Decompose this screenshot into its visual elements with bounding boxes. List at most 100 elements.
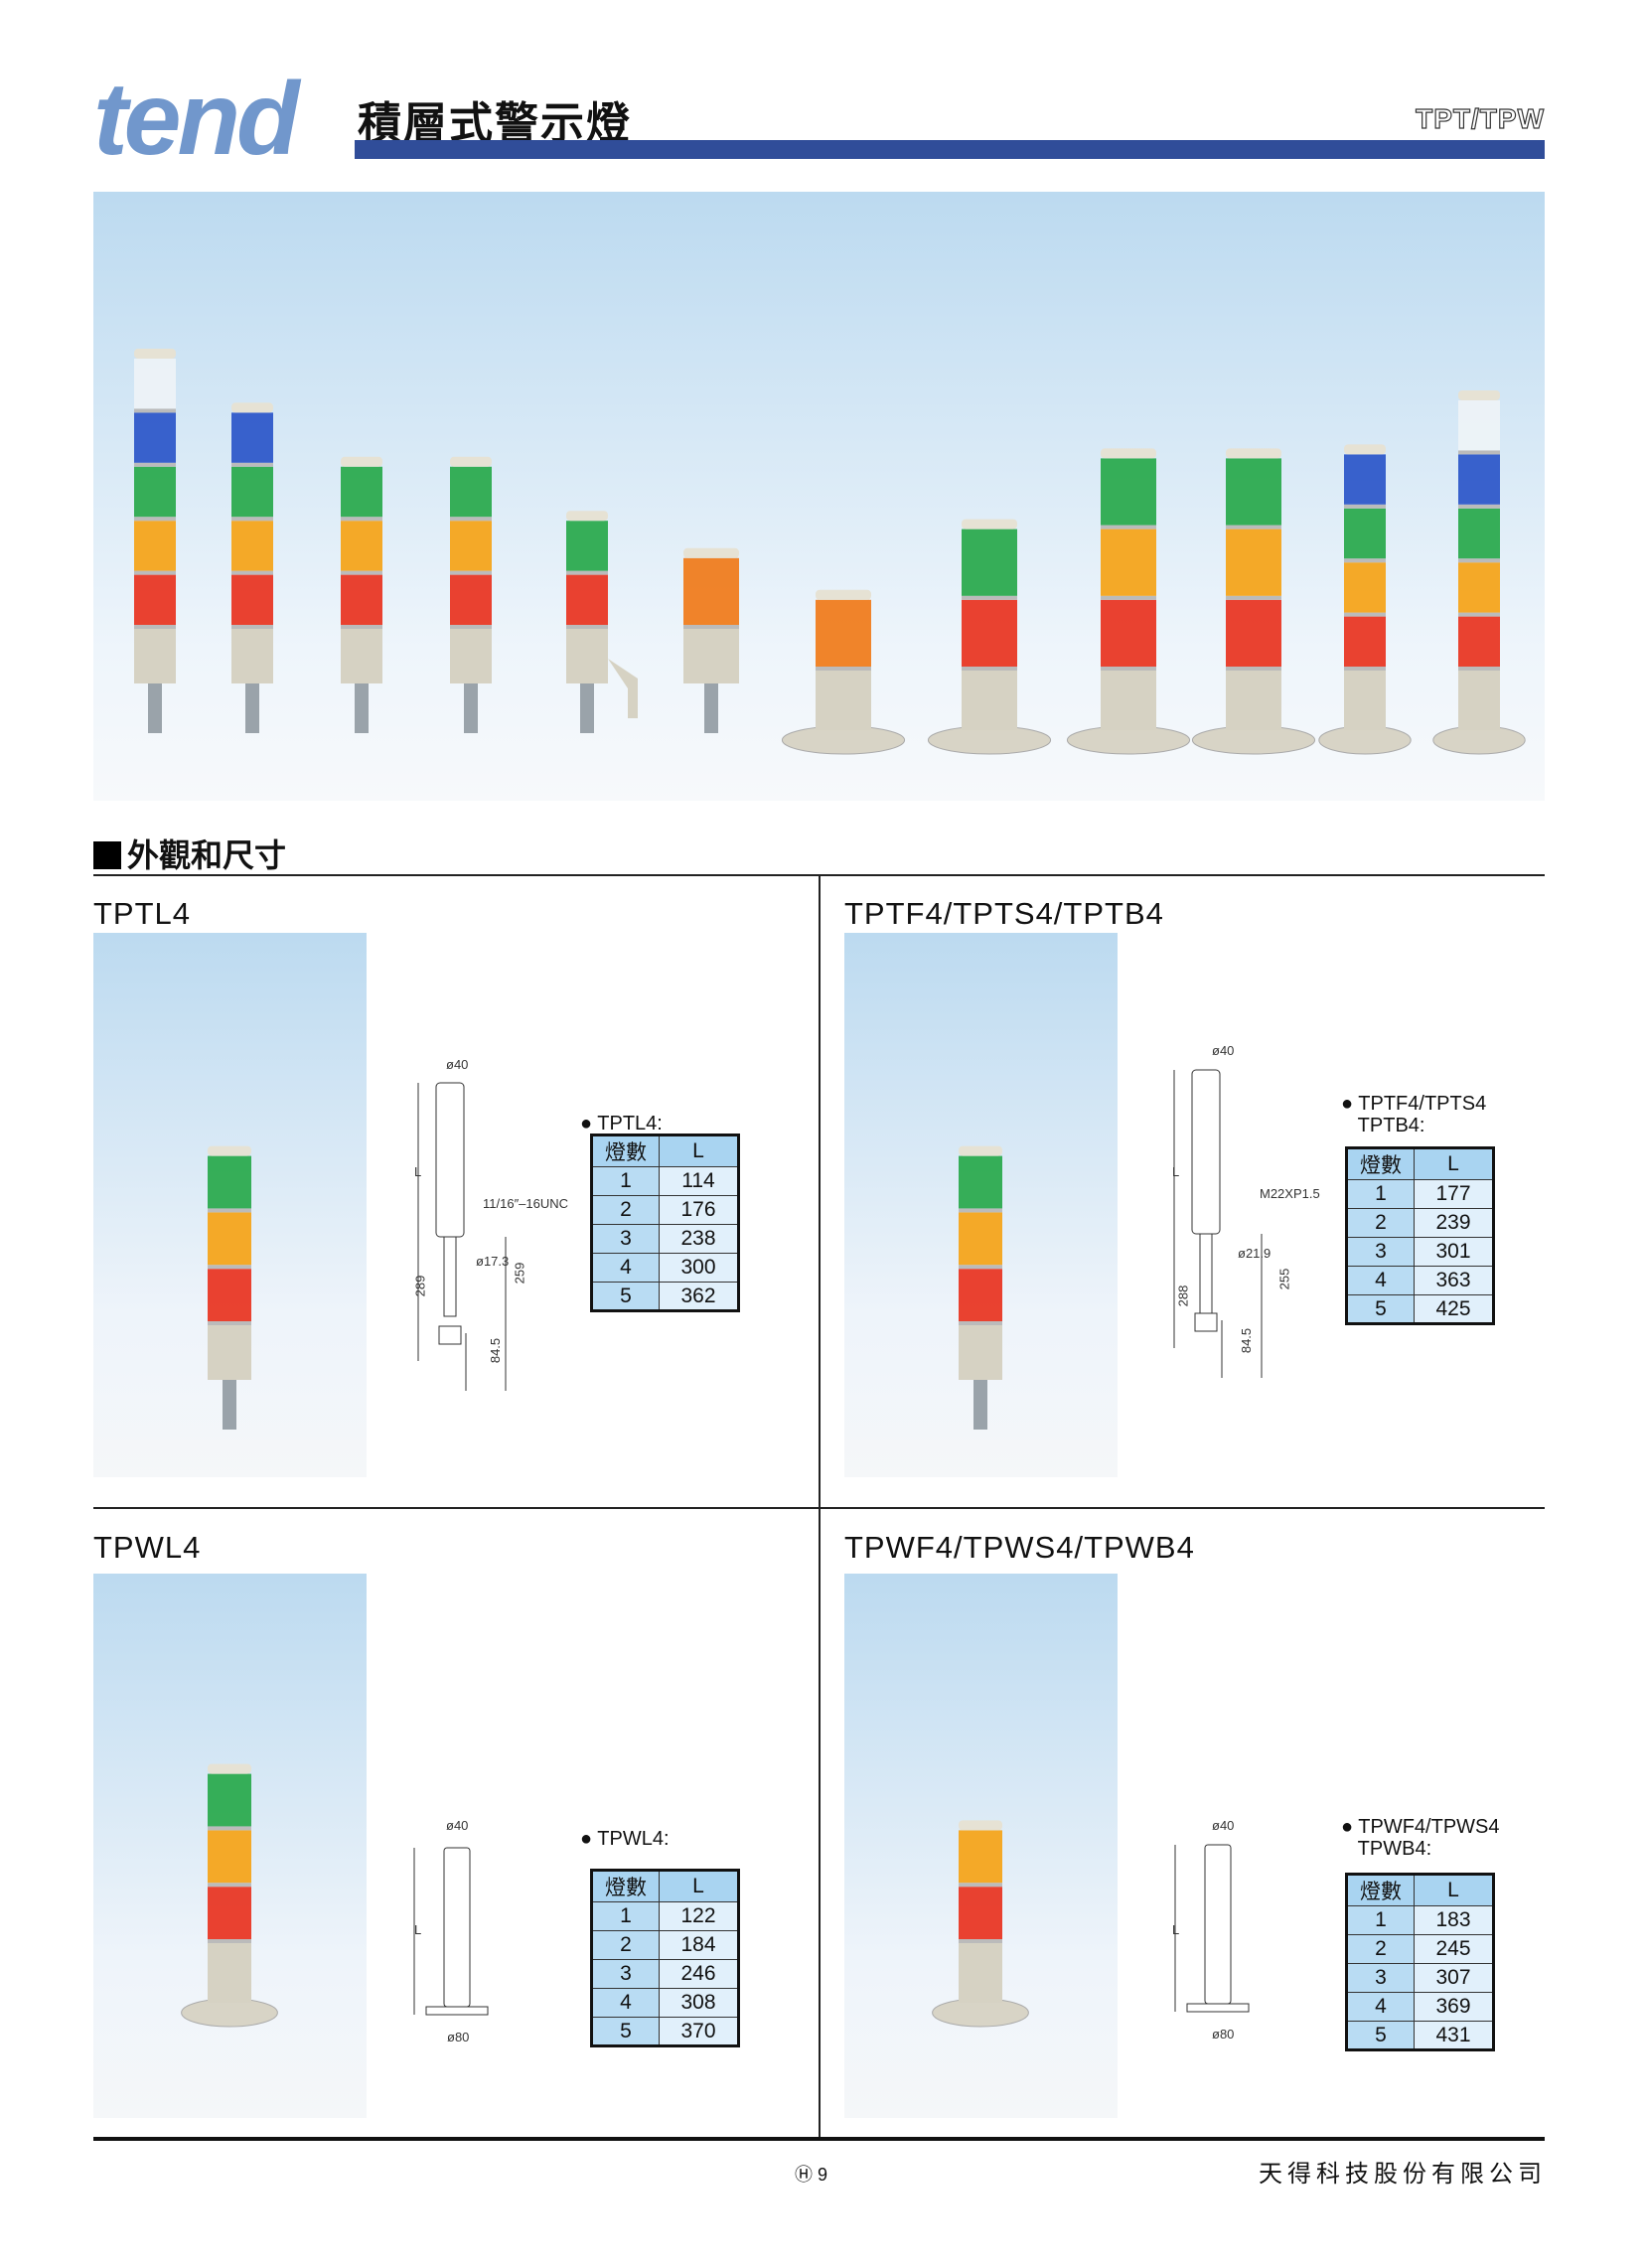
banner-lamp bbox=[134, 349, 176, 733]
lamp-photo bbox=[932, 1820, 1029, 2028]
col-header: 燈數 bbox=[591, 1870, 660, 1902]
length-value: 245 bbox=[1414, 1934, 1494, 1964]
lamp-count: 4 bbox=[591, 1988, 660, 2018]
table-caption: ● TPTF4/TPTS4 TPTB4: bbox=[1341, 1093, 1487, 1136]
series-label: TPT/TPW bbox=[1416, 102, 1545, 134]
lamp-count: 4 bbox=[1346, 1266, 1415, 1295]
diameter-dim: ø40 bbox=[446, 1057, 469, 1072]
pole-dim: 255 bbox=[1276, 1268, 1292, 1290]
banner-lamp bbox=[231, 402, 273, 733]
length-value: 431 bbox=[1414, 2021, 1494, 2050]
length-value: 239 bbox=[1414, 1208, 1494, 1238]
length-value: 238 bbox=[659, 1224, 739, 1254]
product-title: TPTF4/TPTS4/TPTB4 bbox=[844, 896, 1164, 931]
lamp-count: 3 bbox=[1346, 1237, 1415, 1267]
banner-lamp bbox=[341, 456, 382, 733]
dimension-drawing bbox=[1174, 1844, 1250, 2013]
table-caption-line1: TPWL4: bbox=[597, 1828, 670, 1850]
table-caption-line2: TPWB4: bbox=[1357, 1838, 1432, 1860]
length-value: 184 bbox=[659, 1930, 739, 1960]
product-lamp bbox=[932, 1820, 1029, 2028]
length-value: 114 bbox=[659, 1166, 739, 1196]
lamp-count: 2 bbox=[1346, 1934, 1415, 1964]
product-lamp bbox=[208, 1145, 251, 1430]
lamp-count: 3 bbox=[591, 1224, 660, 1254]
table-caption-line2: TPTB4: bbox=[1357, 1115, 1425, 1136]
length-value: 183 bbox=[1414, 1905, 1494, 1935]
base-dim: ø80 bbox=[447, 2030, 470, 2044]
length-value: 308 bbox=[659, 1988, 739, 2018]
lamp-lineup bbox=[134, 349, 1526, 755]
length-value: 369 bbox=[1414, 1992, 1494, 2022]
product-title: TPTL4 bbox=[93, 896, 192, 931]
length-dim: L bbox=[1172, 1164, 1180, 1179]
lamp-count: 3 bbox=[1346, 1963, 1415, 1993]
col-header: 燈數 bbox=[1346, 1147, 1415, 1180]
length-dim: L bbox=[1172, 1922, 1180, 1937]
lamp-count: 5 bbox=[591, 1282, 660, 1311]
length-dim: L bbox=[414, 1164, 422, 1179]
length-value: 307 bbox=[1414, 1963, 1494, 1993]
lamp-count: 1 bbox=[1346, 1905, 1415, 1935]
length-value: 425 bbox=[1414, 1294, 1494, 1324]
bottom-dim: 84.5 bbox=[1239, 1327, 1255, 1354]
header-bar bbox=[355, 140, 1545, 159]
product-banner-photo bbox=[93, 192, 1545, 801]
banner-lamp bbox=[450, 456, 492, 733]
product-lamp bbox=[959, 1145, 1002, 1430]
col-header: L bbox=[1414, 1147, 1494, 1180]
lamp-count: 2 bbox=[591, 1930, 660, 1960]
length-dim: L bbox=[414, 1922, 422, 1937]
dimension-drawing bbox=[1173, 1069, 1263, 1378]
length-value: 246 bbox=[659, 1959, 739, 1989]
lamp-count: 3 bbox=[591, 1959, 660, 1989]
lamp-photo bbox=[181, 1763, 278, 2028]
banner-lamp bbox=[781, 589, 906, 755]
table-caption-line1: TPTF4/TPTS4 bbox=[1358, 1093, 1487, 1115]
product-photo bbox=[93, 933, 367, 1477]
product-title: TPWL4 bbox=[93, 1530, 202, 1565]
pole-dim: 259 bbox=[512, 1262, 527, 1285]
col-header: L bbox=[659, 1134, 739, 1167]
square-bullet-icon bbox=[93, 841, 121, 869]
dimension-drawing bbox=[417, 1082, 507, 1391]
table-caption-line1: TPTL4: bbox=[597, 1113, 663, 1134]
table-caption-line1: TPWF4/TPWS4 bbox=[1358, 1816, 1500, 1838]
lamp-count: 1 bbox=[1346, 1179, 1415, 1209]
lamp-count: 5 bbox=[1346, 2021, 1415, 2050]
footer-rule bbox=[93, 2137, 1545, 2141]
table-caption: ● TPWL4: bbox=[580, 1828, 670, 1850]
lamp-photo bbox=[208, 1145, 251, 1430]
col-header: L bbox=[659, 1870, 739, 1902]
table-caption: ● TPTL4: bbox=[580, 1113, 663, 1134]
company-name: 天得科技股份有限公司 bbox=[1259, 2160, 1547, 2188]
pipe-dim: ø21.9 bbox=[1238, 1246, 1272, 1261]
thread-dim: 11/16″–16UNC bbox=[483, 1196, 569, 1211]
lamp-count: 4 bbox=[591, 1253, 660, 1283]
total-dim: 289 bbox=[412, 1275, 428, 1297]
table-caption: ● TPWF4/TPWS4 TPWB4: bbox=[1341, 1816, 1500, 1860]
